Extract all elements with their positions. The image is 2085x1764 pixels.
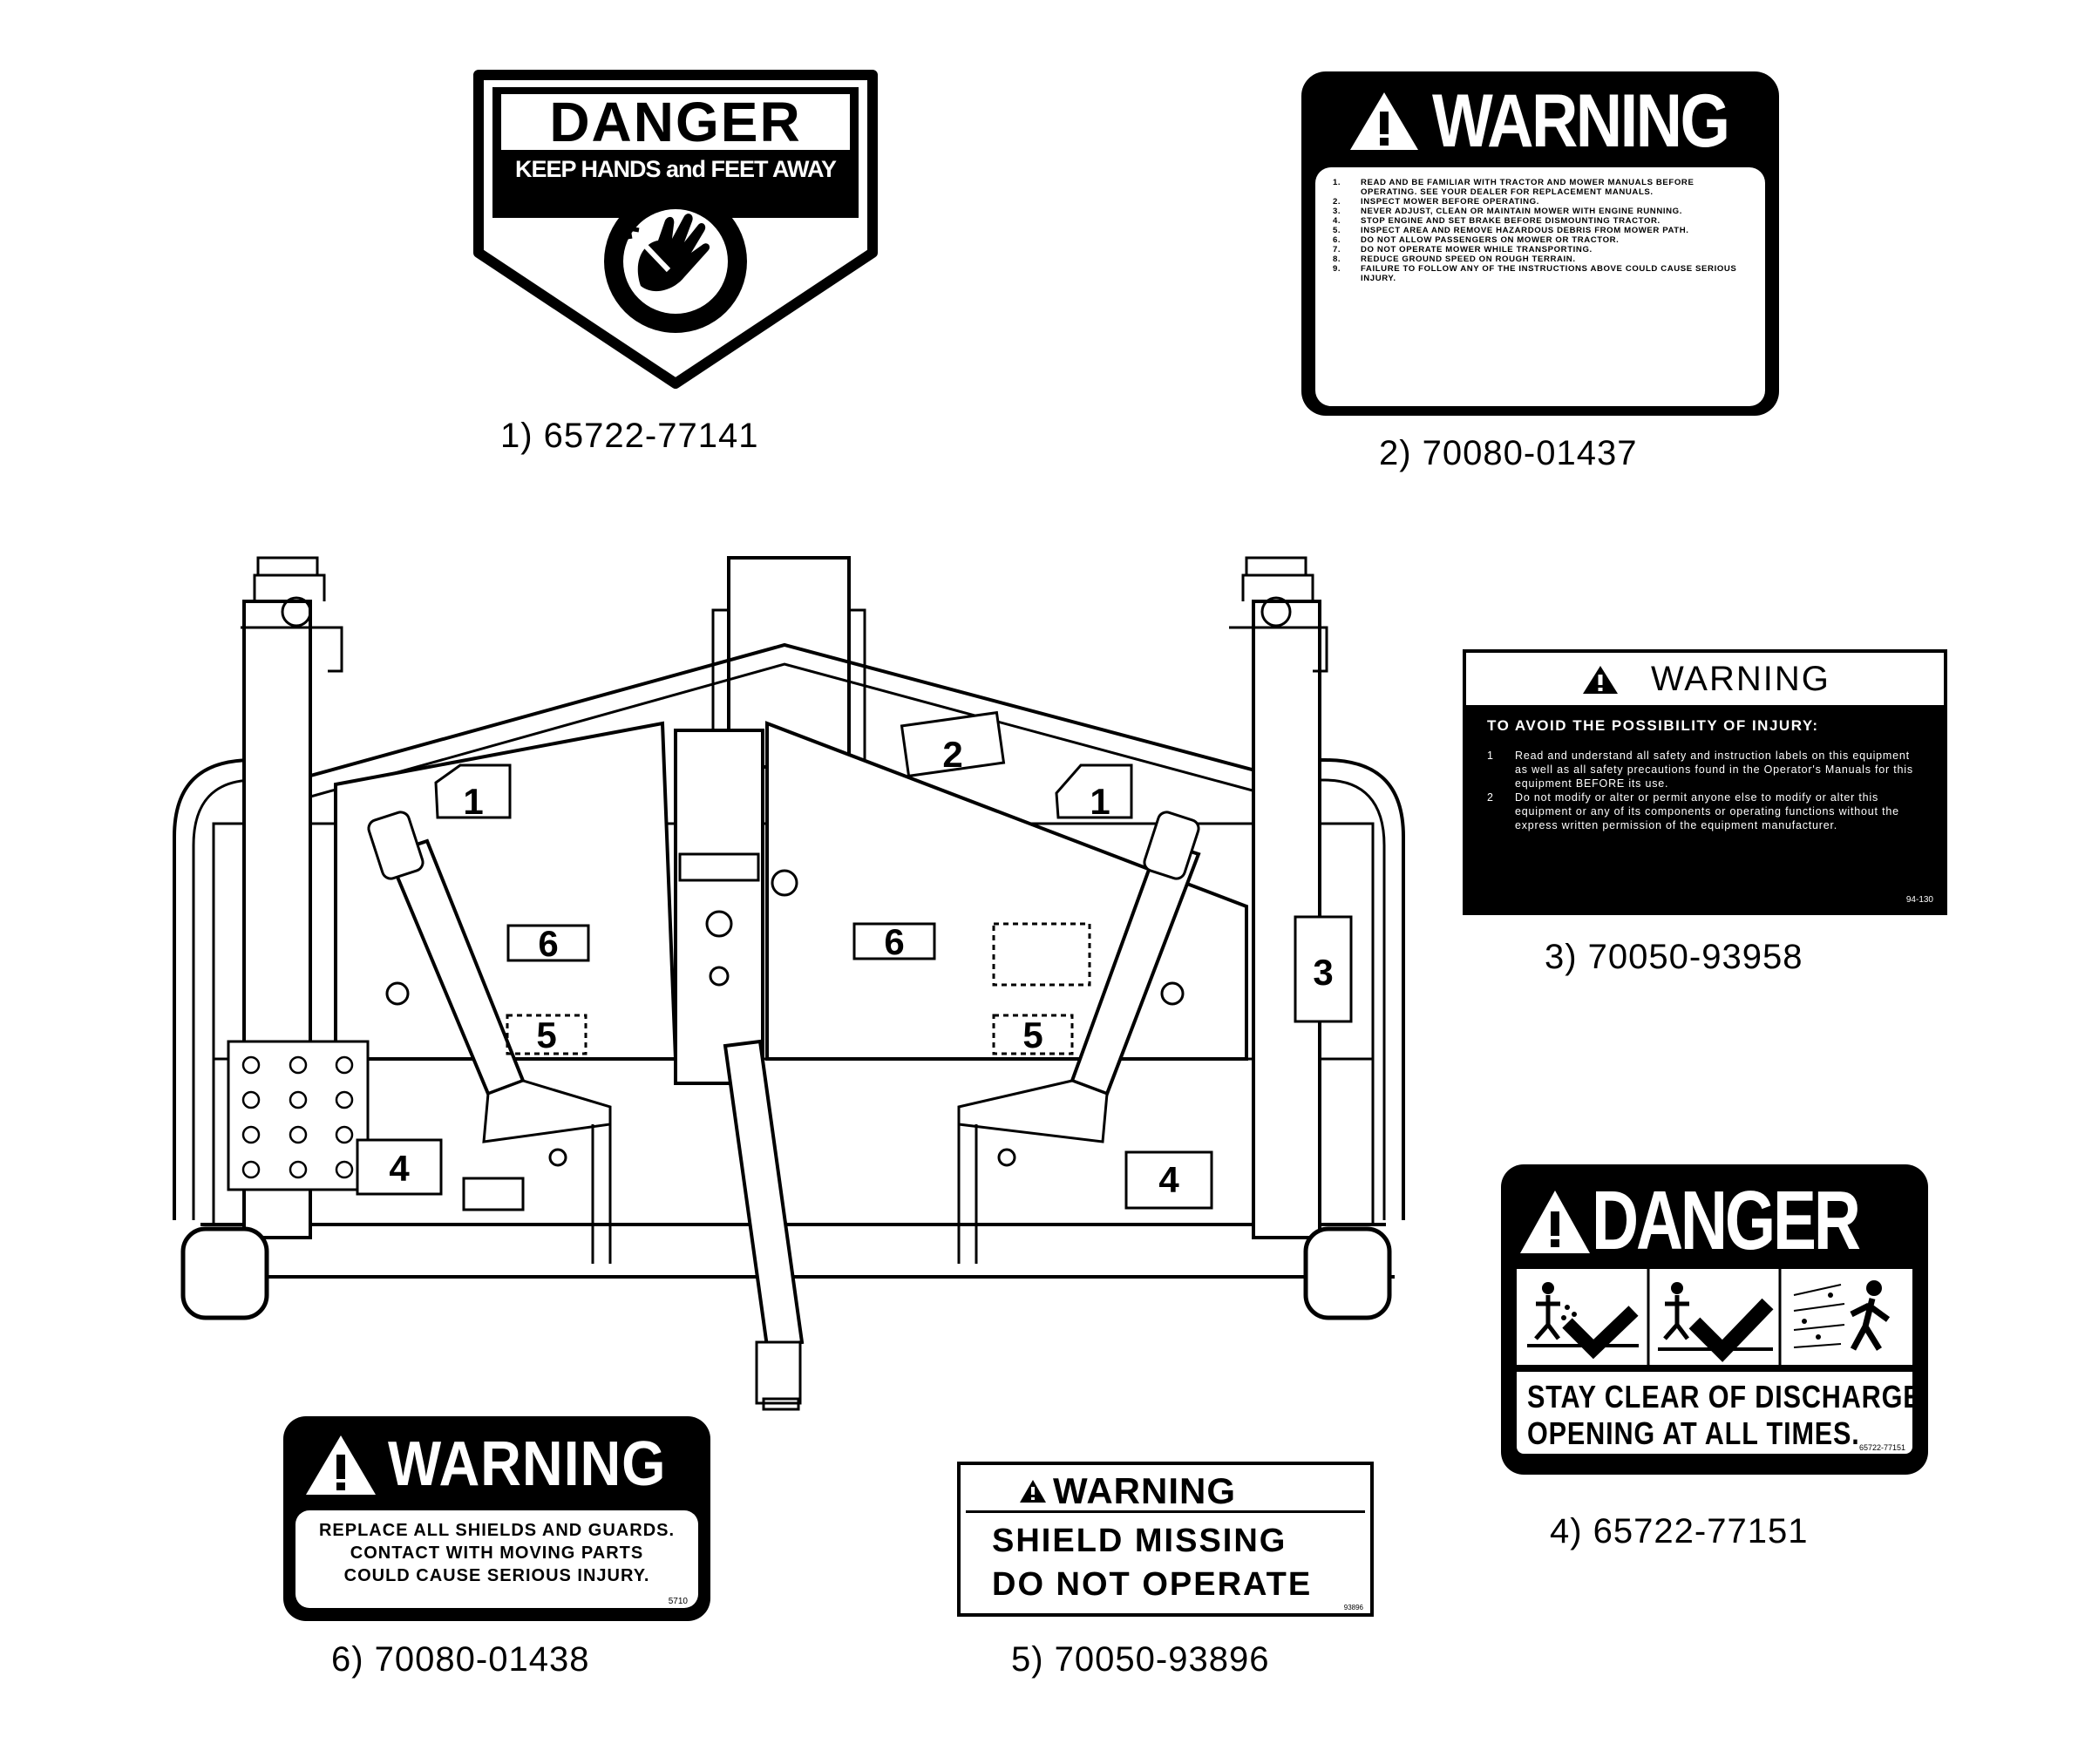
- decal-1: DANGER KEEP HANDS and FEET AWAY: [466, 68, 885, 390]
- decal-3-instruction-item-text: Do not modify or alter or permit anyone …: [1515, 791, 1899, 831]
- position-decal-4-right: [1124, 1150, 1213, 1210]
- decal-2-instructions: 1. READ AND BE FAMILIAR WITH TRACTOR AND …: [1315, 167, 1765, 283]
- label-6-right: 6: [884, 921, 904, 962]
- position-decal-4-left: [356, 1138, 443, 1196]
- decal-2-instruction-item: 5. INSPECT AREA AND REMOVE HAZARDOUS DEBR…: [1333, 226, 1746, 235]
- decal-6-line2: CONTACT WITH MOVING PARTS: [350, 1544, 644, 1563]
- discharge-hazard-pictograms: [1527, 1269, 1891, 1365]
- decal-2-instruction-item: 8. REDUCE GROUND SPEED ON ROUGH TERRAIN.: [1333, 254, 1746, 264]
- decal-2-instruction-item-text: REDUCE GROUND SPEED ON ROUGH TERRAIN.: [1361, 254, 1576, 264]
- position-decal-1-right: [1055, 763, 1133, 819]
- decal-5-title: WARNING: [1053, 1470, 1236, 1511]
- warning-triangle-icon: [306, 1435, 376, 1495]
- position-decal-6-left: [506, 924, 590, 962]
- label-5-right: 5: [1022, 1014, 1042, 1055]
- person-standing-icon: [1658, 1282, 1774, 1362]
- decal-2: WARNING 1. READ AND BE FAMILIAR WITH TRAC…: [1301, 71, 1779, 416]
- position-decal-6-right: [852, 922, 936, 960]
- decal-2-instruction-item: 2. INSPECT MOWER BEFORE OPERATING.: [1333, 197, 1746, 207]
- decal-4-title: DANGER: [1592, 1174, 1861, 1267]
- decal-5-caption: 5) 70050-93896: [1011, 1640, 1270, 1679]
- decal-2-instruction-item-number: 7.: [1333, 245, 1341, 254]
- warning-triangle-icon: [1583, 666, 1618, 694]
- decal-2-instruction-item-number: 5.: [1333, 226, 1341, 235]
- decal-2-instruction-item-text: FAILURE TO FOLLOW ANY OF THE INSTRUCTION…: [1361, 264, 1737, 283]
- decal-1-graphic: [473, 70, 878, 389]
- decal-2-instruction-item-text: INSPECT AREA AND REMOVE HAZARDOUS DEBRIS…: [1361, 226, 1689, 235]
- decal-2-instruction-item-number: 1.: [1333, 178, 1341, 187]
- decal-2-title: WARNING: [1432, 79, 1730, 163]
- decal-2-instruction-item-text: INSPECT MOWER BEFORE OPERATING.: [1361, 197, 1539, 207]
- decal-5-line1: SHIELD MISSING: [992, 1523, 1287, 1559]
- decal-2-instruction-item: 1. READ AND BE FAMILIAR WITH TRACTOR AND …: [1333, 178, 1746, 197]
- decal-4: DANGER: [1501, 1164, 1928, 1475]
- decal-3-heading: TO AVOID THE POSSIBILITY OF INJURY:: [1487, 717, 1819, 734]
- person-walking-away-icon: [1793, 1280, 1891, 1351]
- decal-3-instruction-item-number: 2: [1487, 791, 1494, 804]
- label-1-left: 1: [463, 781, 483, 822]
- decal-6-title: WARNING: [388, 1429, 667, 1499]
- decal-5-code: 93896: [1343, 1604, 1363, 1611]
- decal-2-instruction-item-text: NEVER ADJUST, CLEAN OR MAINTAIN MOWER WI…: [1361, 207, 1682, 216]
- decal-3-code: 94-130: [1905, 895, 1933, 905]
- decal-3-instruction-item: 1 Read and understand all safety and inst…: [1487, 749, 1923, 790]
- position-decal-1-left: [434, 763, 512, 819]
- label-4-left: 4: [389, 1148, 410, 1189]
- label-5-left: 5: [536, 1014, 556, 1055]
- label-4-right: 4: [1158, 1159, 1179, 1200]
- decal-2-instruction-item-number: 6.: [1333, 235, 1341, 245]
- position-decal-5-right: [992, 1014, 1074, 1055]
- decal-3-instruction-item: 2 Do not modify or alter or permit anyone…: [1487, 790, 1923, 832]
- decal-5-line2: DO NOT OPERATE: [992, 1566, 1313, 1603]
- danger-triangle-icon: [1520, 1191, 1590, 1253]
- decal-3-instruction-item-text: Read and understand all safety and instr…: [1515, 750, 1913, 790]
- decal-2-instruction-item: 7. DO NOT OPERATE MOWER WHILE TRANSPORTIN…: [1333, 245, 1746, 254]
- decal-6: WARNING REPLACE ALL SHIELDS AND GUARDS. …: [283, 1416, 710, 1621]
- decal-2-instruction-item-text: DO NOT ALLOW PASSENGERS ON MOWER OR TRAC…: [1361, 235, 1620, 245]
- label-3: 3: [1313, 952, 1333, 993]
- position-decal-3: [1294, 915, 1353, 1023]
- decal-6-caption: 6) 70080-01438: [331, 1640, 590, 1679]
- decal-2-instruction-item-number: 9.: [1333, 264, 1341, 274]
- decal-2-instruction-item: 3. NEVER ADJUST, CLEAN OR MAINTAIN MOWER …: [1333, 207, 1746, 216]
- decal-3-caption: 3) 70050-93958: [1545, 938, 1803, 976]
- decal-3-title: WARNING: [1651, 660, 1830, 698]
- decal-2-instruction-item: 4. STOP ENGINE AND SET BRAKE BEFORE DISMO…: [1333, 216, 1746, 226]
- decal-2-instruction-item-number: 8.: [1333, 254, 1341, 264]
- decal-4-line2: OPENING AT ALL TIMES.: [1527, 1415, 1860, 1451]
- decal-4-line1: STAY CLEAR OF DISCHARGE: [1527, 1379, 1922, 1415]
- decal-2-instruction-item-number: 4.: [1333, 216, 1341, 226]
- decal-3-instructions: 1 Read and understand all safety and inst…: [1487, 749, 1923, 832]
- decal-2-instruction-item-text: DO NOT OPERATE MOWER WHILE TRANSPORTING.: [1361, 245, 1593, 254]
- position-blank-right: [992, 922, 1091, 987]
- decal-4-caption: 4) 65722-77151: [1550, 1512, 1809, 1550]
- position-blank: [462, 1177, 525, 1211]
- decal-6-code: 5710: [668, 1597, 688, 1606]
- decal-2-instruction-item-number: 3.: [1333, 207, 1341, 216]
- label-1-right: 1: [1090, 781, 1110, 822]
- decal-2-caption: 2) 70080-01437: [1379, 434, 1638, 472]
- decal-3-instruction-item-number: 1: [1487, 750, 1494, 762]
- decal-2-instruction-item: 9. FAILURE TO FOLLOW ANY OF THE INSTRUCTI…: [1333, 264, 1746, 283]
- label-6-left: 6: [538, 923, 558, 964]
- decal-1-title: DANGER: [549, 91, 802, 153]
- decal-2-instruction-item-text: READ AND BE FAMILIAR WITH TRACTOR AND MO…: [1361, 178, 1694, 197]
- decal-2-instruction-item-number: 2.: [1333, 197, 1341, 207]
- label-2: 2: [942, 734, 962, 775]
- decal-4-code: 65722-77151: [1858, 1443, 1905, 1452]
- decal-1-caption: 1) 65722-77141: [500, 417, 759, 455]
- decal-1-subtitle: KEEP HANDS and FEET AWAY: [514, 156, 837, 182]
- decal-6-line1: REPLACE ALL SHIELDS AND GUARDS.: [318, 1521, 676, 1540]
- decal-5: WARNING SHIELD MISSING DO NOT OPERATE 93…: [957, 1462, 1374, 1617]
- warning-triangle-icon: [1350, 92, 1418, 150]
- position-decal-2: [900, 710, 1006, 778]
- warning-triangle-icon: [1020, 1480, 1046, 1503]
- decal-6-line3: COULD CAUSE SERIOUS INJURY.: [343, 1566, 650, 1585]
- decal-2-instruction-item-text: STOP ENGINE AND SET BRAKE BEFORE DISMOUN…: [1361, 216, 1661, 226]
- decal-3: WARNING TO AVOID THE POSSIBILITY OF INJU…: [1463, 649, 1947, 915]
- decal-2-instruction-item: 6. DO NOT ALLOW PASSENGERS ON MOWER OR TR…: [1333, 235, 1746, 245]
- position-decal-5-left: [506, 1014, 587, 1055]
- person-sitting-icon: [1527, 1282, 1639, 1360]
